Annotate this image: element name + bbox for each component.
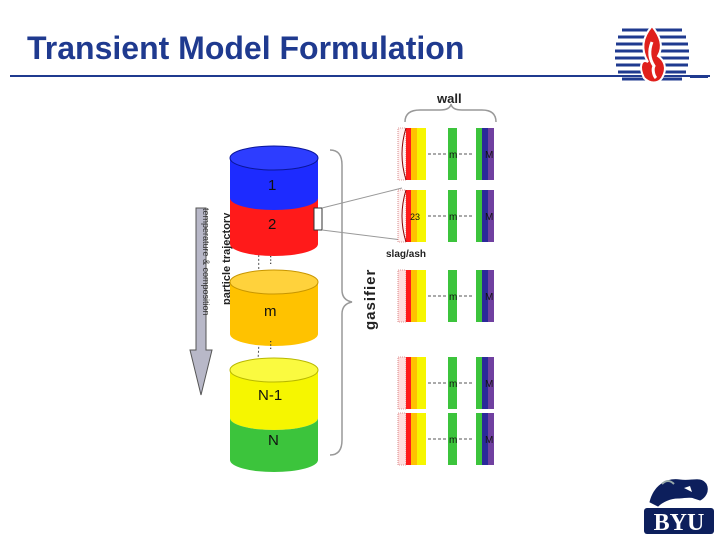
layer-orange bbox=[411, 270, 417, 322]
layer-green-mid bbox=[448, 190, 457, 242]
layer-dark-blue bbox=[482, 128, 488, 180]
slag-layer bbox=[397, 356, 407, 410]
byu-cougar-logo-icon: BYU bbox=[644, 479, 714, 536]
slag-ash-label: slag/ash bbox=[386, 249, 426, 260]
cell-n bbox=[230, 418, 318, 472]
byu-text: BYU bbox=[654, 510, 705, 536]
layer-purple bbox=[488, 413, 494, 465]
layer-green-mid bbox=[448, 128, 457, 180]
layer-dark-blue bbox=[482, 190, 488, 242]
layer-green-mid bbox=[448, 357, 457, 409]
cell-1-label: 1 bbox=[268, 177, 276, 194]
layer-purple bbox=[488, 128, 494, 180]
cell-n-minus-1-label: N-1 bbox=[258, 387, 282, 404]
layer-yellow bbox=[417, 270, 426, 322]
layer-right-label: M bbox=[485, 379, 493, 390]
layer-mid-label: m bbox=[449, 435, 457, 446]
layer-yellow bbox=[417, 357, 426, 409]
title-underline bbox=[10, 75, 710, 77]
layer-green bbox=[476, 270, 482, 322]
layer-purple bbox=[488, 357, 494, 409]
layer-red bbox=[406, 413, 411, 465]
layer-mid-label: m bbox=[449, 150, 457, 161]
layer-right-label: M bbox=[485, 292, 493, 303]
deposit-profile-curve bbox=[401, 127, 407, 181]
layer-green bbox=[476, 190, 482, 242]
temperature-arrow bbox=[189, 207, 213, 396]
gasifier-brace bbox=[329, 149, 353, 456]
layer-right-label: M bbox=[485, 150, 493, 161]
layer-yellow bbox=[417, 128, 426, 180]
layer-right-label: M bbox=[485, 435, 493, 446]
gasifier-label: gasifier bbox=[362, 269, 379, 330]
ellipsis-lower: ... bbox=[267, 340, 281, 350]
layer-mid-label: m bbox=[449, 379, 457, 390]
cell-n-minus-1 bbox=[229, 357, 319, 430]
layer-yellow bbox=[417, 190, 426, 242]
temperature-label: temperature & composition bbox=[201, 208, 211, 316]
cell-n-label: N bbox=[268, 432, 279, 449]
layer-red bbox=[406, 270, 411, 322]
wall-brace bbox=[404, 103, 497, 123]
layer-orange bbox=[411, 357, 417, 409]
deposit-profile-curve bbox=[401, 189, 407, 243]
layer-yellow bbox=[417, 413, 426, 465]
layer-right-label: M bbox=[485, 212, 493, 223]
layer-left-label: 23 bbox=[410, 212, 420, 222]
layer-dark-blue bbox=[482, 270, 488, 322]
layer-dark-blue bbox=[482, 413, 488, 465]
page-title: Transient Model Formulation bbox=[27, 30, 465, 66]
layer-dark-blue bbox=[482, 357, 488, 409]
cell-m bbox=[229, 269, 319, 346]
layer-green bbox=[476, 413, 482, 465]
slag-layer bbox=[397, 269, 407, 323]
slag-layer bbox=[397, 412, 407, 466]
layer-green bbox=[476, 357, 482, 409]
flame-logo-icon bbox=[615, 24, 708, 84]
layer-purple bbox=[488, 270, 494, 322]
layer-orange bbox=[411, 128, 417, 180]
layer-red bbox=[406, 190, 411, 242]
layer-mid-label: m bbox=[449, 292, 457, 303]
ellipsis-upper: ... bbox=[267, 255, 281, 265]
cell-m-label: m bbox=[264, 303, 277, 320]
layer-purple bbox=[488, 190, 494, 242]
layer-orange bbox=[411, 413, 417, 465]
wall-segment-marker bbox=[313, 207, 323, 231]
wall-layer-row: 23 m M bbox=[397, 189, 494, 243]
layer-orange bbox=[411, 190, 417, 242]
cell-2-label: 2 bbox=[268, 216, 276, 233]
wall-label: wall bbox=[436, 91, 462, 106]
layer-mid-label: m bbox=[449, 212, 457, 223]
layer-red bbox=[406, 357, 411, 409]
layer-green bbox=[476, 128, 482, 180]
layer-red bbox=[406, 128, 411, 180]
layer-green-mid bbox=[448, 270, 457, 322]
cell-2 bbox=[230, 198, 318, 256]
layer-green-mid bbox=[448, 413, 457, 465]
